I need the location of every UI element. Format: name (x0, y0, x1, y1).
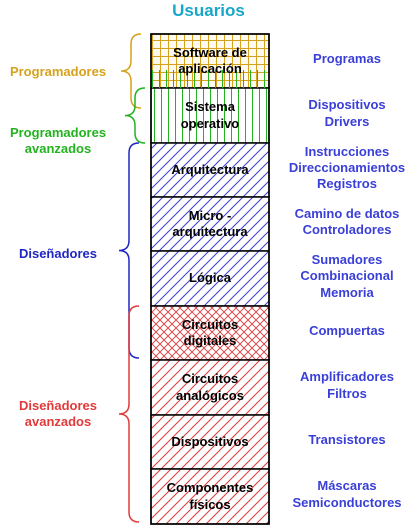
layer-label-line: Lógica (189, 270, 231, 286)
role-label-line: Diseñadores (18, 397, 98, 413)
function-label-line: Instrucciones (304, 143, 390, 159)
role-brace (118, 305, 140, 523)
role-label: Programadores (0, 64, 116, 80)
function-label-line: Programas (313, 50, 381, 66)
role-label-line: Programadores (9, 124, 107, 140)
stack-outline (150, 33, 270, 525)
function-label-line: Direccionamientos (288, 159, 406, 175)
role-label-line: avanzados (24, 141, 92, 156)
layer-label: Arquitectura (154, 162, 266, 178)
layer-label-line: Software de (173, 44, 247, 60)
role-label-line: Diseñadores (18, 245, 98, 261)
layer-box (150, 33, 270, 89)
layer-label-line: Circuitos (181, 371, 239, 387)
function-label: Compuertas (279, 323, 415, 339)
layer-label-line: analógicos (176, 387, 244, 403)
function-label-line: Sumadores (311, 252, 383, 268)
role-brace (124, 87, 146, 144)
function-label-line: Transistores (308, 431, 386, 447)
function-label-line: Drivers (324, 113, 370, 129)
function-label-line: Controladores (302, 222, 392, 237)
layer-label-line: Circuitos (181, 316, 239, 332)
function-label-line: Dispositivos (308, 97, 386, 113)
role-brace (120, 33, 142, 109)
function-label-line: Amplificadores (300, 369, 394, 385)
function-label-line: Semiconductores (292, 494, 402, 510)
layer-label-line: arquitectura (172, 224, 248, 239)
layer-label-line: físicos (189, 496, 231, 512)
role-label-line: Programadores (9, 63, 107, 79)
function-label-line: Máscaras (317, 478, 377, 494)
diagram-title: Usuarios (172, 1, 245, 20)
function-label-line: Compuertas (309, 322, 385, 338)
layer-box (150, 87, 270, 144)
layer-label-line: Micro - (188, 207, 232, 223)
layer-label-line: operativo (180, 115, 240, 131)
function-label: Transistores (279, 432, 415, 448)
layer-label-line: digitales (183, 333, 237, 348)
layer-label: Dispositivos (154, 434, 266, 450)
role-label: Diseñadores (0, 246, 116, 262)
role-label-line: avanzados (24, 414, 92, 429)
layer-label-line: Dispositivos (171, 433, 249, 449)
layer-label-line: Arquitectura (171, 161, 249, 177)
layer-box (150, 142, 270, 198)
layer-label: Micro -arquitectura (154, 208, 266, 241)
layer-label-line: aplicación (178, 61, 242, 76)
layer-label: Lógica (154, 270, 266, 286)
function-label-line: Combinacional (300, 268, 394, 284)
function-label-line: Filtros (327, 385, 367, 401)
function-label-line: Camino de datos (294, 205, 400, 221)
layer-label-line: Sistema (185, 99, 235, 115)
layer-label-line: Componentes (166, 480, 254, 496)
function-label: Programas (279, 51, 415, 67)
function-label-line: Registros (317, 176, 377, 192)
function-label-line: Memoria (320, 284, 374, 300)
